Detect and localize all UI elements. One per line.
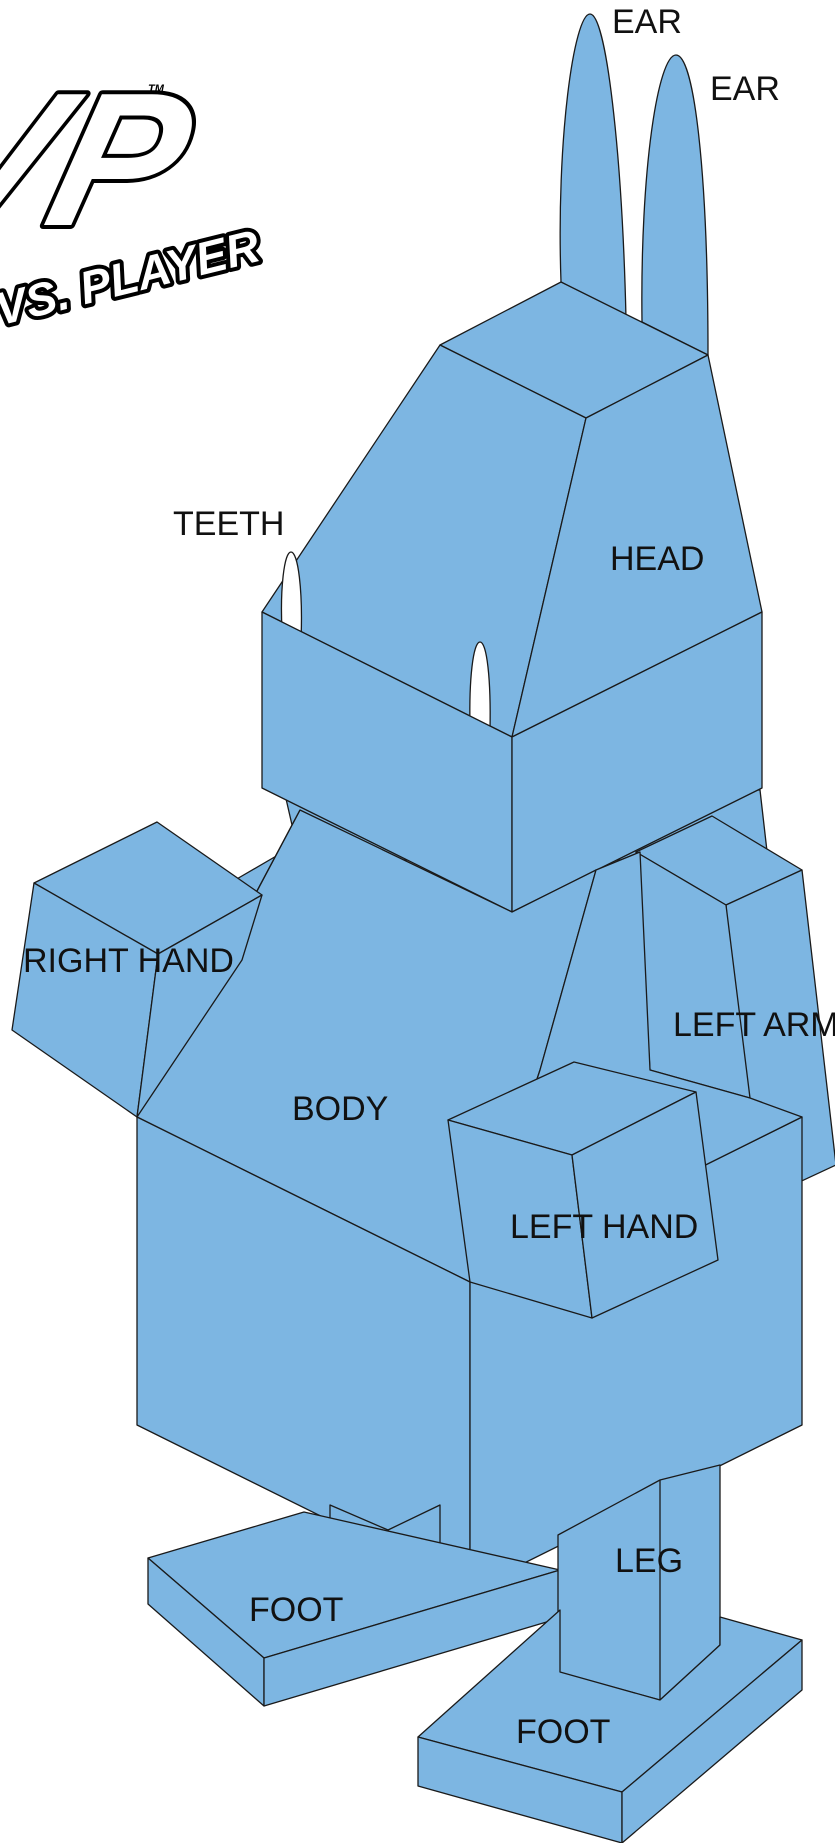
label-head: HEAD xyxy=(610,540,704,578)
label-right-hand: RIGHT HAND xyxy=(23,942,234,980)
label-body: BODY xyxy=(292,1090,388,1128)
logo-tm: TM xyxy=(148,83,165,95)
label-foot-left: FOOT xyxy=(249,1591,343,1629)
label-left-hand: LEFT HAND xyxy=(510,1208,698,1246)
ear-right xyxy=(642,55,708,355)
label-left-arm: LEFT ARM xyxy=(673,1006,835,1044)
label-teeth: TEETH xyxy=(173,505,284,543)
label-foot-right: FOOT xyxy=(516,1713,610,1751)
label-leg: LEG xyxy=(615,1542,683,1580)
ear-left xyxy=(560,14,626,318)
vs-player-logo: VP VS. PLAYER TM xyxy=(0,53,265,336)
logo-mark: VP xyxy=(0,53,211,266)
label-ear-left: EAR xyxy=(612,3,682,41)
label-ear-right: EAR xyxy=(710,70,780,108)
